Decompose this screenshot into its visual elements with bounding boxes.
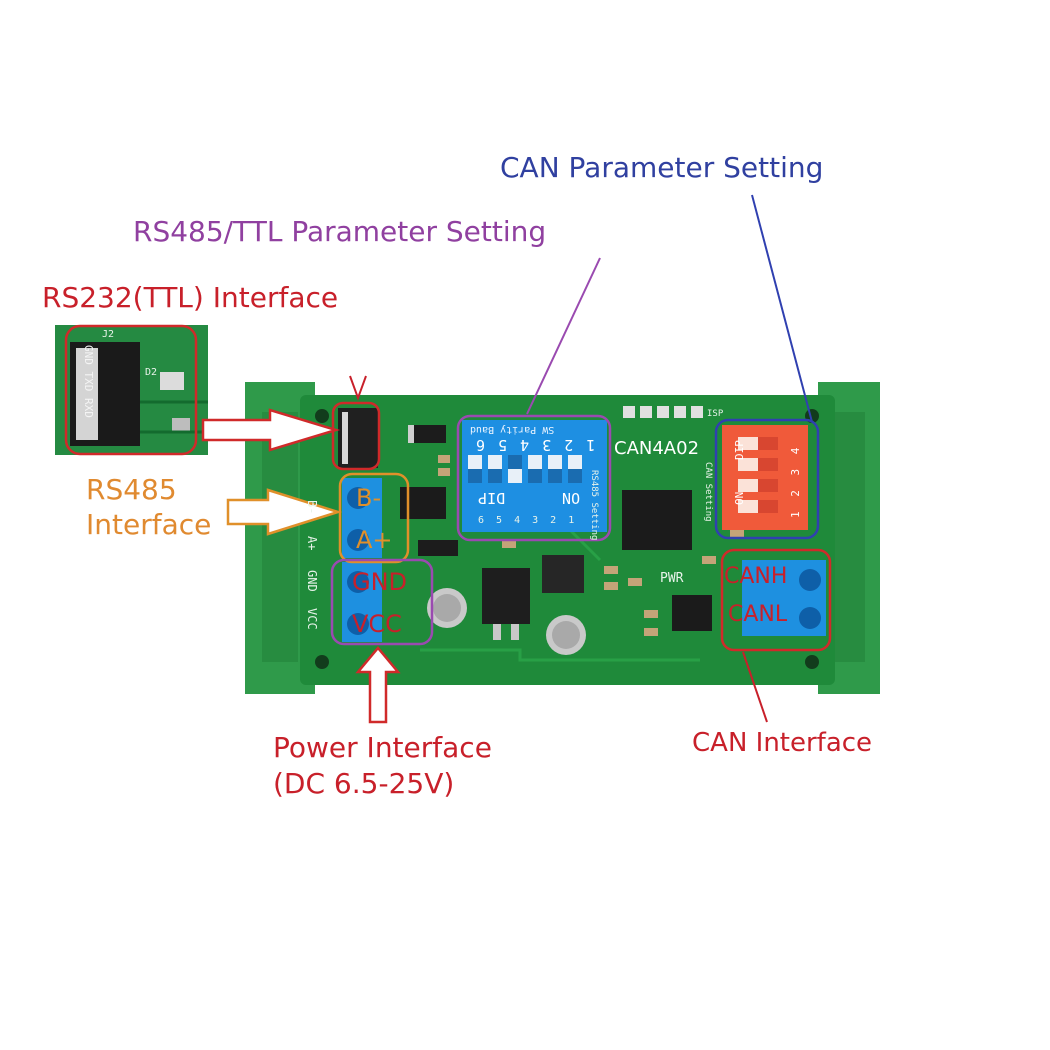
rs485-interface-label-line1: RS485	[86, 473, 177, 506]
j2-box	[331, 401, 381, 471]
rs485-dip-box	[456, 414, 612, 542]
inset-pin-labels: GND TXD RXD	[82, 345, 95, 418]
terminal-vcc-label: VCC	[352, 610, 402, 638]
isp-pads	[623, 406, 703, 418]
regulator	[542, 555, 584, 593]
inset-j2-silk: J2	[102, 329, 115, 340]
terminal-b-minus-label: B-	[356, 484, 382, 512]
rs485-param-leader	[526, 257, 601, 415]
rail-slot-right	[835, 412, 865, 662]
terminal-a-plus-label: A+	[356, 526, 393, 554]
can-dip-box	[714, 418, 820, 540]
side-b-silk: B-	[305, 500, 319, 515]
diode-d2	[408, 425, 446, 443]
dip-blue-bottom-numbers: 6 5 4 3 2 1	[478, 515, 578, 526]
terminal-canh-label: CANH	[724, 564, 788, 589]
side-gnd-silk: GND	[305, 570, 319, 592]
rs232-interface-label: RS232(TTL) Interface	[42, 281, 339, 314]
can-parameter-label: CAN Parameter Setting	[500, 151, 824, 184]
rs485-parameter-label: RS485/TTL Parameter Setting	[133, 215, 547, 248]
isp-silk: ISP	[707, 409, 724, 419]
mount-hole	[315, 409, 329, 423]
can-setting-silk: CAN Setting	[703, 462, 713, 522]
can-iface-leader	[742, 651, 768, 723]
mount-hole	[805, 655, 819, 669]
rs485-setting-silk: RS485 Setting	[589, 470, 599, 541]
dip-red-numbers: 1 2 3 4	[789, 443, 802, 518]
power-fet	[482, 568, 530, 624]
can-terminal-box	[720, 548, 832, 652]
board-model: CAN4A02	[614, 438, 700, 459]
dip-blue-dip-text: DIP	[478, 489, 506, 507]
can-param-leader	[751, 194, 813, 423]
power-interface-label-line2: (DC 6.5-25V)	[273, 767, 455, 800]
power-interface-label-line1: Power Interface	[273, 731, 492, 764]
terminal-canl-label: CANL	[728, 602, 788, 627]
dip-blue-on-text: ON	[562, 489, 581, 507]
mount-hole	[315, 655, 329, 669]
inset-d2-silk: D2	[145, 367, 158, 378]
mcu-chip	[622, 490, 692, 550]
can-interface-label: CAN Interface	[692, 728, 873, 758]
power-box	[330, 558, 434, 646]
terminal-gnd-label: GND	[352, 568, 408, 596]
rs485-interface-label-line2: Interface	[86, 508, 212, 541]
dip-red-on-text: ON	[733, 491, 746, 505]
rs232-arrow	[201, 408, 341, 452]
diode	[418, 540, 458, 556]
side-vcc-silk: VCC	[305, 608, 319, 630]
rs485-arrow	[226, 488, 343, 536]
dip-blue-header: SW Parity Baud	[470, 424, 555, 435]
dip-blue-top-numbers: 1 2 3 4 5 6	[474, 436, 596, 454]
rs232-inset-box	[64, 324, 198, 456]
rail-slot-left	[262, 412, 298, 662]
pwr-silk: PWR	[660, 571, 684, 586]
power-arrow	[355, 646, 401, 724]
dip-red-dip-text: DIP	[733, 440, 746, 460]
can-ic	[672, 595, 712, 631]
j2-marker	[349, 375, 367, 401]
side-a-silk: A+	[305, 536, 319, 551]
rs485-box	[338, 472, 410, 564]
